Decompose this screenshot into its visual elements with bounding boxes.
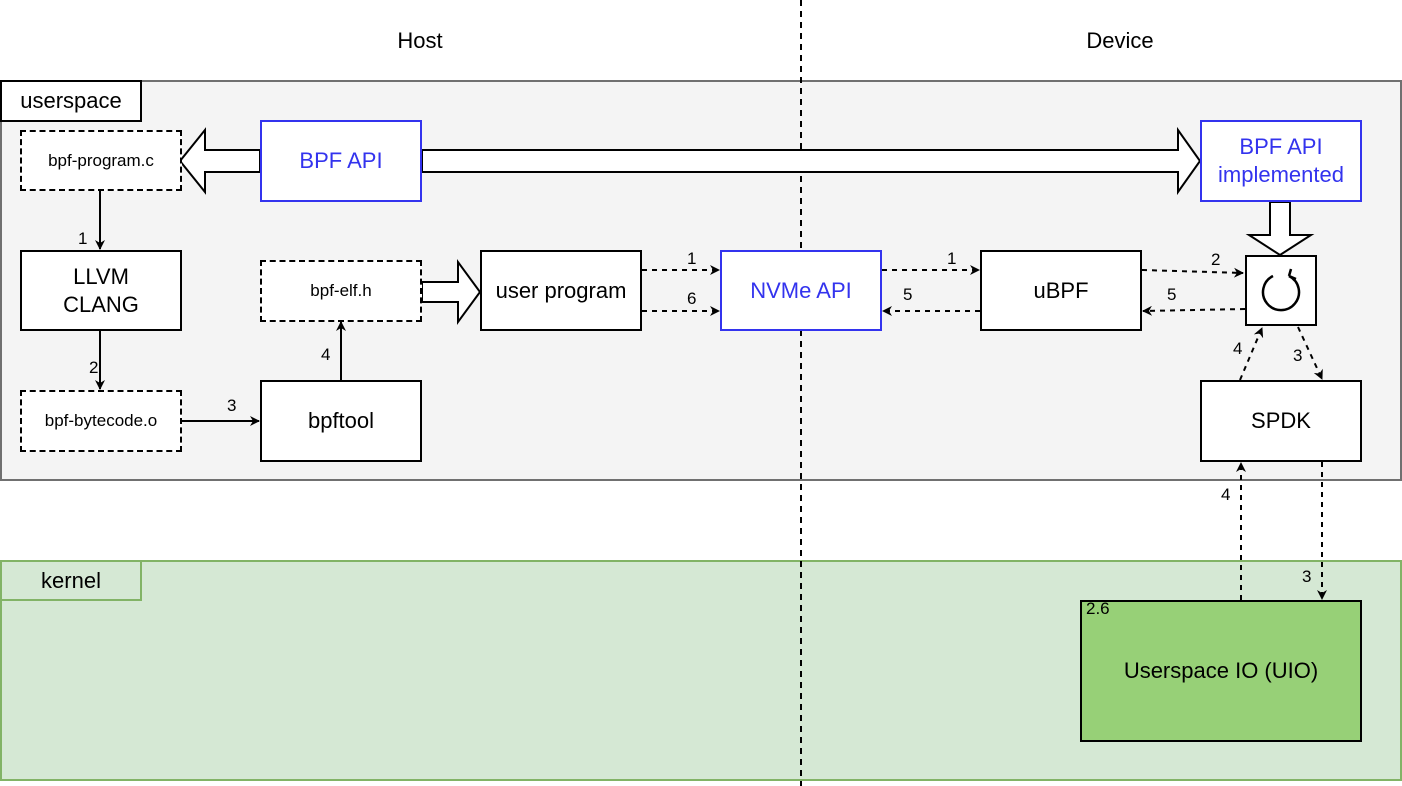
bpf-api-implemented-node: BPF API implemented (1200, 120, 1362, 202)
edge-label-loop-to-ubpf: 5 (1167, 285, 1176, 304)
llvm-line1: LLVM (73, 263, 129, 289)
userspace-label: userspace (0, 80, 142, 122)
llvm-line2: CLANG (63, 291, 139, 317)
bpf-elf-node: bpf-elf.h (260, 260, 422, 322)
edge-label-bytecode-to-bpftool: 3 (227, 396, 236, 415)
refresh-loop-node (1245, 255, 1317, 326)
uio-node: Userspace IO (UIO) (1080, 600, 1362, 742)
bpf-api-to-implemented-arrow (421, 126, 1202, 196)
device-column-label: Device (1086, 28, 1154, 53)
spdk-node: SPDK (1200, 380, 1362, 462)
host-column-label: Host (397, 28, 443, 53)
llvm-clang-node: LLVM CLANG (20, 250, 182, 331)
edge-label-ubpf-to-loop: 2 (1211, 250, 1220, 269)
edge-label-bpf-to-llvm: 1 (78, 229, 87, 248)
ubpf-node: uBPF (980, 250, 1142, 331)
spdk-to-loop-arrow (1239, 327, 1264, 381)
edge-label-bpftool-to-elf: 4 (321, 345, 330, 364)
edge-label-uio-to-spdk: 4 (1221, 485, 1230, 504)
kernel-label: kernel (0, 560, 142, 601)
edge-label-user-to-nvme-6: 6 (687, 289, 696, 308)
bpf-api-node: BPF API (260, 120, 422, 202)
edge-label-loop-to-spdk: 3 (1293, 346, 1302, 365)
edge-label-ubpf-to-nvme: 5 (903, 285, 912, 304)
bpf-api-implemented-line2: implemented (1218, 162, 1344, 187)
loop-to-ubpf-arrow (1142, 305, 1246, 316)
implemented-to-loop-arrow (1245, 201, 1315, 257)
refresh-loop-icon (1261, 268, 1301, 311)
bpftool-node: bpftool (260, 380, 422, 462)
edge-label-user-to-nvme-1: 1 (687, 249, 696, 268)
bpf-bytecode-node: bpf-bytecode.o (20, 390, 182, 452)
bpf-program-node: bpf-program.c (20, 130, 182, 191)
uio-label: Userspace IO (UIO) (1123, 658, 1319, 683)
edge-label-spdk-to-uio: 3 (1302, 567, 1311, 586)
uio-corner-label: 2.6 (1086, 599, 1110, 618)
edge-label-nvme-to-ubpf: 1 (947, 249, 956, 268)
bpf-api-implemented-line1: BPF API (1239, 134, 1323, 159)
user-program-node: user program (480, 250, 642, 331)
userspace-region (0, 80, 1402, 481)
bpf-api-to-program-arrow (178, 127, 261, 195)
edge-label-spdk-to-loop: 4 (1233, 339, 1242, 358)
nvme-api-node: NVMe API (720, 250, 882, 331)
elf-to-user-program-arrow (421, 258, 482, 326)
edge-label-llvm-to-bytecode: 2 (89, 358, 98, 377)
ubpf-to-loop-arrow (1141, 267, 1244, 278)
